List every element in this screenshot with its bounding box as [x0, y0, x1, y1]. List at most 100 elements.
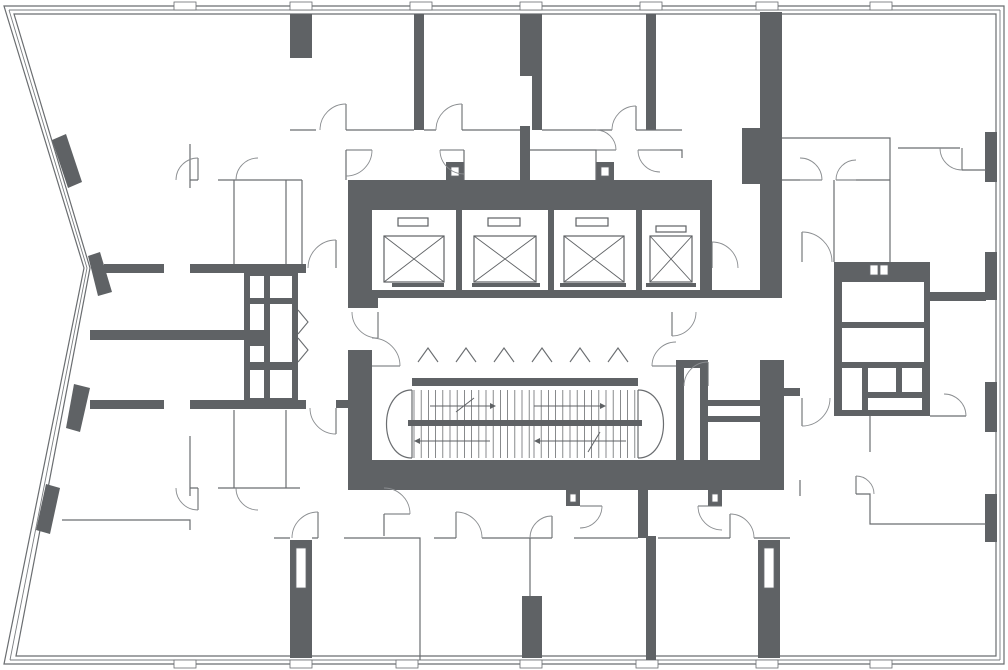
door — [417, 347, 439, 363]
structural-beam — [104, 264, 164, 273]
door — [455, 347, 477, 363]
service-walls — [345, 149, 683, 180]
shaft-opening — [711, 493, 719, 503]
core-wall-segment — [526, 290, 558, 298]
stair — [385, 389, 665, 459]
structural-wall — [782, 388, 800, 396]
shaft-wall — [708, 400, 760, 406]
shaft-opening — [450, 166, 460, 177]
elevator-car-4 — [646, 225, 696, 287]
partition-column — [522, 596, 542, 658]
door — [319, 103, 347, 131]
stair-core-wall — [412, 460, 638, 466]
facade-column — [869, 659, 893, 669]
facade-column — [985, 132, 997, 182]
door — [697, 505, 723, 531]
door — [835, 159, 857, 181]
lower-corridor-wall — [274, 537, 790, 660]
elevator-car-2 — [472, 217, 540, 287]
elevator-core-wall — [348, 180, 712, 298]
structural-beam — [90, 330, 244, 340]
door — [435, 103, 463, 131]
doors — [175, 103, 967, 539]
facade-column — [289, 659, 313, 669]
facade-column — [639, 1, 663, 11]
door — [371, 337, 401, 367]
door — [671, 311, 697, 337]
column-opening — [763, 547, 775, 589]
partition-wall — [532, 14, 542, 130]
door — [607, 347, 629, 363]
facade-inner-line — [13, 13, 997, 657]
facade-column — [52, 134, 82, 188]
facade-column — [36, 484, 60, 534]
structural-beam — [90, 400, 164, 409]
door — [307, 239, 337, 269]
elevators — [383, 217, 696, 287]
door — [683, 361, 709, 387]
stair-landing-curve — [385, 389, 413, 459]
shaft-opening — [600, 166, 610, 177]
left-wing — [62, 264, 306, 530]
door — [493, 347, 515, 363]
door — [531, 347, 553, 363]
door — [455, 511, 483, 539]
elevator-divider — [636, 210, 642, 290]
facade-column — [755, 1, 779, 11]
door — [595, 129, 617, 151]
structural-beam — [930, 292, 986, 301]
door — [611, 105, 637, 131]
building-core — [336, 12, 800, 490]
left-lower-room-walls — [62, 410, 300, 530]
left-service-core — [244, 270, 298, 404]
shaft-wall — [708, 416, 760, 422]
structural-wall — [760, 360, 784, 490]
facade-column — [395, 659, 419, 669]
door — [235, 487, 259, 511]
door — [579, 505, 603, 529]
elevator-car-1 — [383, 217, 445, 287]
stair-center-wall — [408, 420, 642, 426]
stair-core-wall — [676, 360, 708, 368]
lower-misc-walls — [383, 480, 801, 536]
partition-wall — [646, 536, 656, 660]
partition-wall — [646, 14, 656, 130]
structural-beam — [190, 400, 306, 409]
left-upper-room-walls — [189, 144, 303, 268]
door — [939, 147, 963, 171]
shaft-opening — [569, 493, 577, 503]
facade-column — [985, 252, 997, 300]
door — [351, 311, 379, 339]
partition-column — [290, 14, 312, 58]
facade-column — [869, 1, 893, 11]
stair-direction-arrows — [414, 397, 626, 453]
stair-core-wall — [676, 360, 684, 460]
door — [801, 397, 831, 427]
facade-column — [519, 1, 543, 11]
facade-left-mullion — [8, 9, 88, 661]
facade-outer-line — [3, 5, 1005, 665]
facade-column — [985, 494, 997, 542]
facade-column — [289, 1, 313, 11]
upper-partitions — [189, 14, 986, 268]
facade-column — [173, 659, 197, 669]
partition-wall — [414, 14, 424, 130]
stair-treads — [413, 390, 636, 458]
door — [711, 241, 739, 269]
right-service-core — [834, 262, 930, 416]
right-lower-room-walls — [856, 415, 986, 525]
door — [345, 149, 373, 177]
door — [175, 157, 199, 181]
door — [569, 347, 591, 363]
facade-column — [755, 659, 779, 669]
door — [855, 475, 875, 495]
stair-landing-curve — [637, 389, 665, 459]
structural-beam — [190, 264, 306, 273]
door — [943, 393, 967, 417]
elevator-divider — [548, 210, 554, 290]
door — [637, 149, 661, 173]
facade-column — [519, 659, 543, 669]
elevator-divider — [456, 210, 462, 290]
facade-column — [635, 659, 659, 669]
facade-column — [985, 382, 997, 432]
